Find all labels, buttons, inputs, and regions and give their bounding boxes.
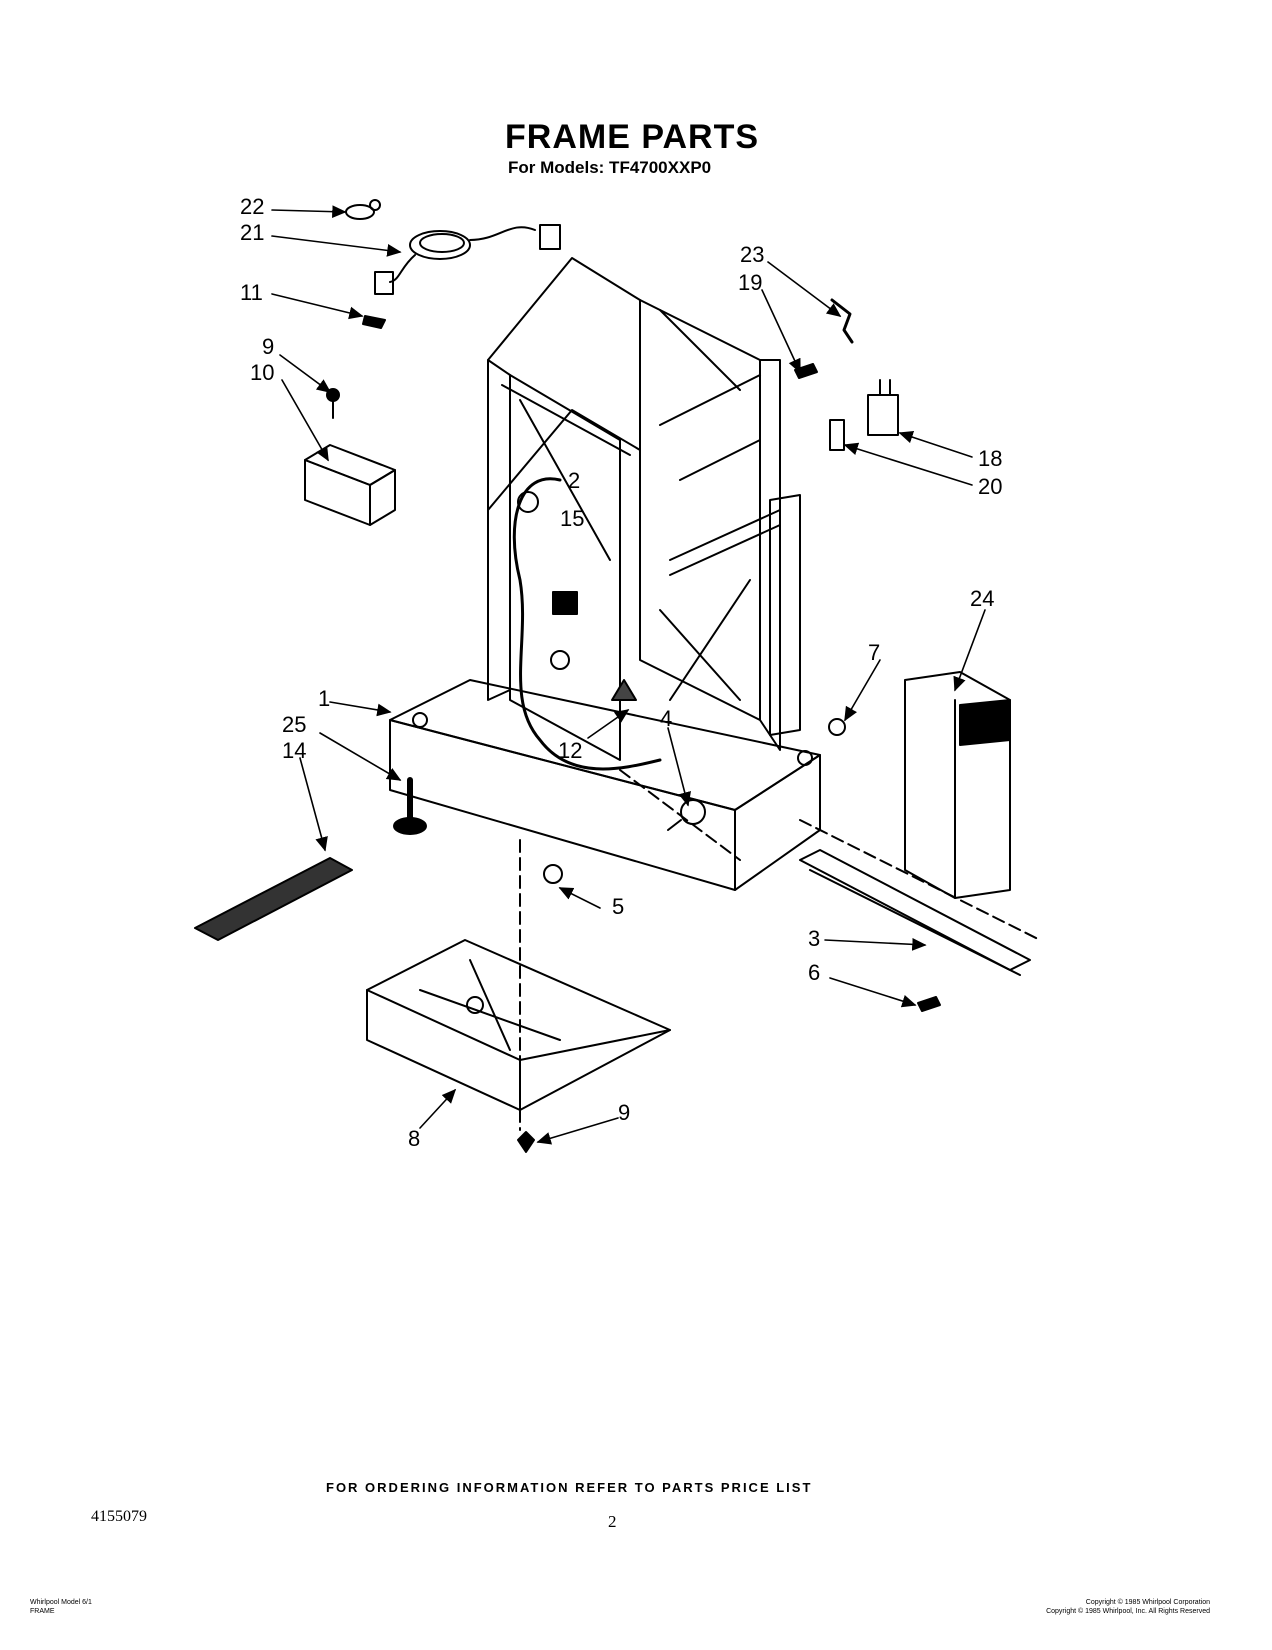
part-15-connector — [552, 591, 578, 615]
callout-21: 21 — [240, 220, 265, 245]
page-title: FRAME PARTS — [505, 118, 760, 156]
part-18-switch — [867, 379, 899, 436]
frame-cabinet — [389, 257, 1041, 1131]
part-10-bracket — [304, 444, 396, 526]
part-3-rail — [799, 849, 1031, 976]
callout-22: 22 — [240, 194, 265, 219]
callout-6: 6 — [808, 960, 821, 985]
part-4-thermostat — [667, 799, 706, 831]
part-8-base-pan — [366, 939, 671, 1111]
part-12-foot — [611, 679, 637, 701]
part-7-nut — [828, 718, 846, 736]
callout-14: 14 — [282, 738, 307, 763]
part-9-screw-bottom — [517, 1131, 535, 1153]
part-20-plate — [829, 419, 845, 451]
callout-9: 9 — [262, 334, 275, 359]
part-19-screw — [794, 363, 818, 379]
footer-left-line2: FRAME — [30, 1608, 55, 1615]
part-6-screw — [917, 996, 941, 1012]
part-23-clip — [830, 298, 854, 344]
callout-11: 11 — [240, 280, 263, 305]
callout-15: 15 — [560, 506, 585, 531]
callout-1: 1 — [318, 686, 331, 711]
callout-18: 18 — [978, 446, 1003, 471]
leader-lines — [271, 205, 986, 1145]
footer-right-line1: Copyright © 1985 Whirlpool Corporation — [1085, 1599, 1210, 1606]
callout-8: 8 — [408, 1126, 421, 1151]
callout-9-bottom: 9 — [618, 1100, 631, 1125]
callout-10: 10 — [250, 360, 275, 385]
callout-24: 24 — [970, 586, 995, 611]
callout-2: 2 — [568, 468, 581, 493]
part-9-screw-top — [326, 388, 340, 419]
ordering-note: FOR ORDERING INFORMATION REFER TO PARTS … — [326, 1480, 813, 1495]
footer-left-line1: Whirlpool Model 6/1 — [30, 1599, 92, 1606]
callout-3: 3 — [808, 926, 821, 951]
footer-right-line2: Copyright © 1985 Whirlpool, Inc. All Rig… — [1046, 1608, 1210, 1615]
part-2-grommet — [517, 491, 539, 513]
part-22-clamp — [345, 199, 381, 220]
footer-left-small: Whirlpool Model 6/1 FRAME — [30, 1598, 92, 1616]
callout-23: 23 — [740, 242, 765, 267]
document-number: 4155079 — [91, 1508, 147, 1525]
part-21-power-cord — [374, 224, 561, 295]
callout-25: 25 — [282, 712, 307, 737]
model-subtitle: For Models: TF4700XXP0 — [508, 158, 712, 177]
part-14-filter-strip — [194, 857, 353, 941]
callout-5: 5 — [612, 894, 625, 919]
callout-7: 7 — [868, 640, 881, 665]
part-25-leveling-leg — [393, 777, 427, 835]
part-11-screw — [362, 315, 386, 329]
callout-20: 20 — [978, 474, 1003, 499]
callout-12: 12 — [558, 738, 583, 763]
part-5-nut — [543, 864, 563, 884]
footer-copyright: Copyright © 1985 Whirlpool Corporation C… — [1010, 1598, 1210, 1616]
part-24-panel — [904, 671, 1011, 899]
callout-19: 19 — [738, 270, 763, 295]
callout-4: 4 — [660, 706, 673, 731]
page-number: 2 — [608, 1512, 617, 1531]
